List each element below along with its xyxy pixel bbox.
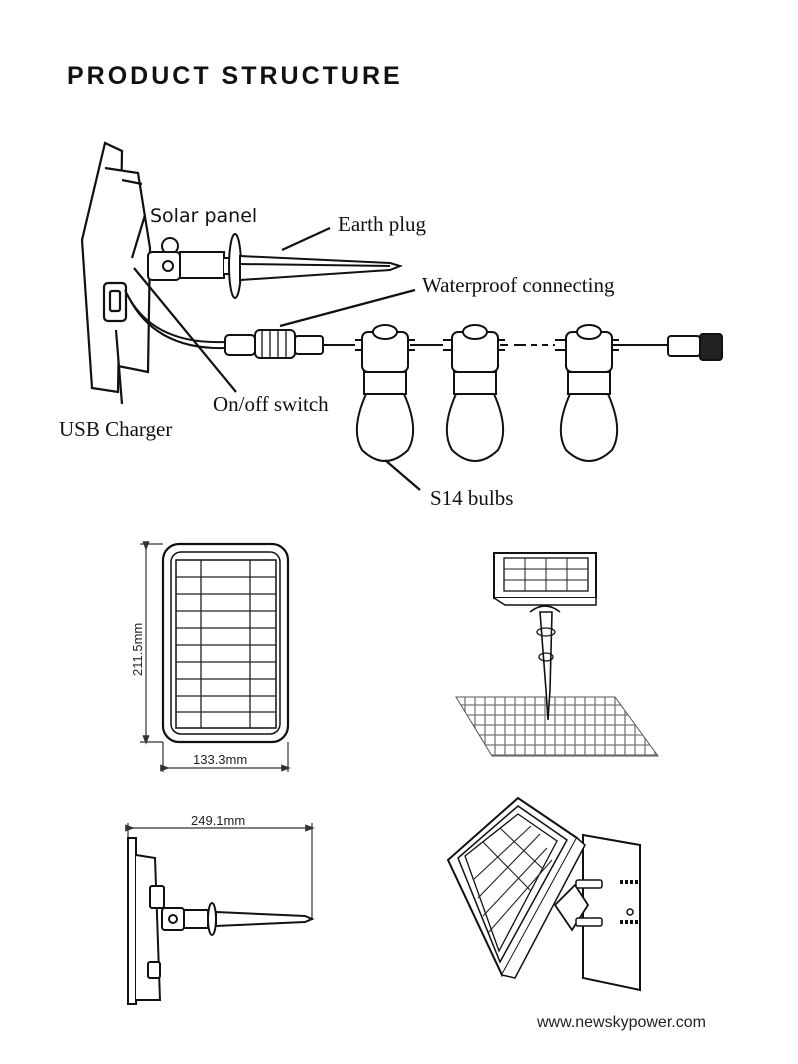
bulb-2 xyxy=(443,324,505,462)
width-dimension xyxy=(160,742,291,772)
page-title: PRODUCT STRUCTURE xyxy=(67,62,403,90)
switch-label: On/off switch xyxy=(213,392,329,416)
solar-panel-label: Solar panel xyxy=(150,205,257,227)
wall-mount-view xyxy=(446,796,641,992)
height-dimension xyxy=(140,541,163,745)
width-value: 133.3mm xyxy=(193,752,247,767)
bulb-3 xyxy=(555,324,619,462)
panel-front-view xyxy=(161,542,290,744)
string-light-cable xyxy=(124,289,723,361)
length-value: 249.1mm xyxy=(191,813,245,828)
bulb-1 xyxy=(355,324,415,462)
bulbs-label: S14 bulbs xyxy=(430,486,513,510)
earth-plug xyxy=(147,233,404,299)
leader-lines xyxy=(114,214,421,491)
panel-side-view xyxy=(127,837,315,1005)
solar-panel-side xyxy=(80,141,152,394)
usb-label: USB Charger xyxy=(59,417,172,441)
earth-plug-label: Earth plug xyxy=(338,212,427,236)
waterproof-label: Waterproof connecting xyxy=(422,273,615,297)
footer-url[interactable]: www.newskypower.com xyxy=(537,1014,706,1031)
ground-stake-view xyxy=(455,552,659,757)
height-value: 211.5mm xyxy=(130,623,145,676)
bulbs xyxy=(355,324,619,462)
